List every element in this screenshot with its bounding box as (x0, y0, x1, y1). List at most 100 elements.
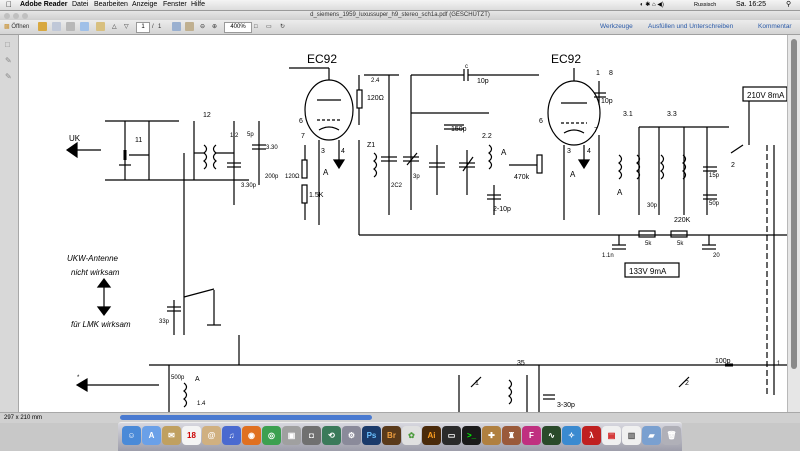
label-pin-7: 7 (301, 133, 305, 140)
page-size: 297 x 210 mm (4, 415, 43, 421)
label-1-2: 1,2 (230, 133, 239, 139)
document-icon[interactable]: ▥ (622, 426, 641, 445)
label-3-1: 3.1 (623, 111, 633, 118)
zoom-in-button[interactable]: ⊕ (212, 24, 218, 30)
app-store-icon[interactable]: A (142, 426, 161, 445)
activity-monitor-icon[interactable]: ∿ (542, 426, 561, 445)
input-source[interactable]: Russisch (694, 2, 717, 8)
label-ukw-antenne: UKW-Antenne (67, 254, 119, 263)
folder-dock-icon[interactable]: ▰ (642, 426, 661, 445)
tube-right-label: EC92 (551, 52, 581, 66)
label-1-5k: 1.5K (309, 192, 324, 199)
label-c: c (465, 64, 468, 70)
time-machine-icon[interactable]: ⟲ (322, 426, 341, 445)
vertical-scroll-thumb[interactable] (791, 39, 797, 369)
finder-icon[interactable]: ☺ (122, 426, 141, 445)
hand-tool-icon[interactable] (185, 22, 194, 31)
pages-thumbnail-icon[interactable]: □ (5, 40, 10, 49)
photoshop-icon[interactable]: Ps (362, 426, 381, 445)
utility-icon[interactable]: ✚ (482, 426, 501, 445)
itunes-icon[interactable]: ♫ (222, 426, 241, 445)
zoom-button[interactable] (22, 13, 28, 19)
navigation-sidebar: □ ✎ ✎ (0, 35, 19, 415)
tools-button[interactable]: Werkzeuge (600, 23, 633, 30)
address-book-icon[interactable]: @ (202, 426, 221, 445)
open-label: Öffnen (11, 24, 30, 30)
safari-icon[interactable]: ✧ (562, 426, 581, 445)
label-220k: 220K (674, 217, 691, 224)
menu-bearbeiten[interactable]: Bearbeiten (94, 1, 128, 8)
app-menu[interactable]: Adobe Reader (20, 1, 68, 8)
trash-icon[interactable]: 🗑 (662, 426, 681, 445)
font-book-icon[interactable]: F (522, 426, 541, 445)
select-tool-icon[interactable] (172, 22, 181, 31)
bridge-icon[interactable]: Br (382, 426, 401, 445)
chrome-icon[interactable]: ◎ (262, 426, 281, 445)
label-pin-3-right: 3 (567, 148, 571, 155)
label-12: 12 (203, 112, 211, 119)
mail-icon[interactable]: ✉ (162, 426, 181, 445)
close-button[interactable] (4, 13, 10, 19)
tv-icon[interactable]: ▭ (442, 426, 461, 445)
vertical-scrollbar[interactable] (787, 35, 800, 412)
label-5k-a: 5k (645, 241, 652, 247)
comment-bubble-icon[interactable] (96, 22, 105, 31)
illustrator-icon[interactable]: Ai (422, 426, 441, 445)
attachments-icon[interactable]: ✎ (5, 56, 12, 65)
label-z1: Z1 (367, 142, 375, 149)
zoom-select[interactable]: 400% (224, 22, 252, 33)
label-35: 35 (517, 360, 525, 367)
system-preferences-icon[interactable]: ⚙ (342, 426, 361, 445)
previous-page-button[interactable]: △ (112, 24, 117, 30)
page-number-input[interactable]: 1 (136, 22, 150, 33)
label-uk: UK (69, 134, 81, 143)
preview-icon[interactable]: ▣ (282, 426, 301, 445)
label-pin-4-left: 4 (341, 148, 345, 155)
menu-datei[interactable]: Datei (72, 1, 89, 8)
calendar-icon[interactable]: 18 (182, 426, 201, 445)
image-capture-icon[interactable]: ◘ (302, 426, 321, 445)
signatures-icon[interactable]: ✎ (5, 72, 12, 81)
print-icon[interactable] (66, 22, 75, 31)
label-50p: 50p (709, 201, 720, 207)
terminal-icon[interactable]: >_ (462, 426, 481, 445)
document-view[interactable]: UK 11 12 1,2 5p 3.30p EC92 6 (19, 35, 787, 412)
email-icon[interactable] (80, 22, 89, 31)
firefox-icon[interactable]: ◉ (242, 426, 261, 445)
save-icon[interactable] (52, 22, 61, 31)
horizontal-scroll-thumb[interactable] (120, 415, 372, 420)
label-a-right: A (570, 170, 576, 179)
fit-width-button[interactable]: ▭ (266, 24, 272, 30)
menu-hilfe[interactable]: Hilfe (191, 1, 206, 8)
photos-icon[interactable]: ✿ (402, 426, 421, 445)
rotate-button[interactable]: ↻ (280, 24, 286, 30)
menu-anzeige[interactable]: Anzeige (132, 1, 158, 8)
label-2-switch: 2 (731, 162, 735, 169)
zoom-out-button[interactable]: ⊖ (200, 24, 206, 30)
window-title: d_siemens_1959_luxussuper_h9_stereo_sch1… (310, 12, 490, 18)
next-page-button[interactable]: ▽ (124, 24, 129, 30)
clock[interactable]: Sa. 16:25 (736, 1, 766, 8)
pdf-icon[interactable]: ▤ (602, 426, 621, 445)
comment-button[interactable]: Kommentar (758, 23, 792, 30)
apple-menu-icon[interactable]:  (6, 0, 12, 10)
tube-left-label: EC92 (307, 52, 337, 66)
dock: ☺ A ✉ 18 @ ♫ ◉ ◎ ▣ ◘ ⟲ ⚙ Ps Br ✿ Ai ▭ >_… (118, 422, 682, 451)
label-120-ohm: 120Ω (367, 95, 384, 102)
label-33p: 33p (159, 319, 170, 325)
fit-page-button[interactable]: □ (254, 24, 258, 30)
label-2-10p: 2-10p (493, 206, 511, 213)
circuit-schematic: UK 11 12 1,2 5p 3.30p EC92 6 (65, 52, 787, 412)
label-bottom-arrow: * (77, 375, 80, 381)
label-3-30: 3.30 (266, 145, 278, 151)
wine-icon[interactable]: ♜ (502, 426, 521, 445)
create-pdf-icon[interactable] (38, 22, 47, 31)
spotlight-icon[interactable]: ⚲ (786, 1, 792, 8)
fill-sign-button[interactable]: Ausfüllen und Unterschreiben (648, 23, 734, 30)
acrobat-icon[interactable]: λ (582, 426, 601, 445)
minimize-button[interactable] (13, 13, 19, 19)
menu-fenster[interactable]: Fenster (163, 1, 187, 8)
folder-icon: ▩ (4, 24, 10, 30)
label-10p-top: 10p (477, 78, 489, 85)
open-button[interactable]: ▩ Öffnen (4, 22, 29, 32)
